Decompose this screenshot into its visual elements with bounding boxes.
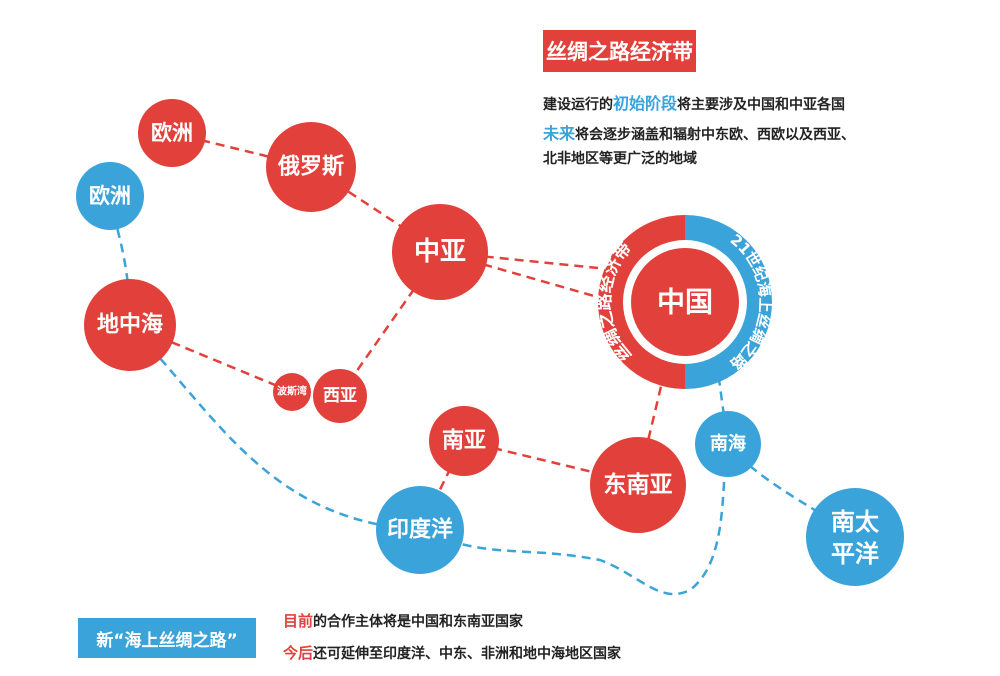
route-mediterranean-indian-ocean <box>129 324 421 532</box>
china-core <box>631 248 739 356</box>
node-south-pacific <box>806 488 904 586</box>
belt-line1-post: 将主要涉及中国和中亚各国 <box>677 97 846 113</box>
node-russia-label: 俄罗斯 <box>277 154 344 180</box>
maritime-description-line-1: 目前的合作主体将是中国和东南亚国家 <box>283 610 523 631</box>
maritime-line2-highlight: 今后 <box>283 644 314 662</box>
maritime-description-line-2: 今后还可延伸至印度洋、中东、非洲和地中海地区国家 <box>283 642 621 663</box>
node-persian-gulf <box>273 373 311 411</box>
china-hub: 中国 丝绸之路经济带 21世纪海上丝绸之路 <box>594 215 774 389</box>
maritime-line1-highlight: 目前 <box>283 612 314 630</box>
land-nodes: 欧洲 俄罗斯 中亚 地中海 波斯湾 西亚 南亚 东南亚 <box>84 99 686 533</box>
node-russia <box>266 122 356 212</box>
node-europe-blue-label: 欧洲 <box>89 184 131 208</box>
china-label: 中国 <box>657 286 713 319</box>
node-south-pacific-label-2: 平洋 <box>831 540 879 568</box>
node-indian-ocean-label: 印度洋 <box>387 517 453 543</box>
node-south-asia <box>429 406 499 476</box>
node-persian-gulf-label: 波斯湾 <box>277 385 307 398</box>
route-south-china-sea-china <box>716 371 730 446</box>
route-central-asia-china-1 <box>439 250 599 270</box>
belt-description-line-2: 未来将会逐步涵盖和辐射中东欧、西欧以及西亚、 <box>543 120 855 144</box>
belt-description-line-3: 北非地区等更广泛的地域 <box>543 151 697 167</box>
sea-nodes: 欧洲 印度洋 南海 南太 平洋 <box>76 162 904 586</box>
node-southeast-asia <box>590 437 686 533</box>
maritime-line1-post: 的合作主体将是中国和东南亚国家 <box>313 614 524 630</box>
node-central-asia <box>392 204 488 300</box>
node-west-asia <box>313 369 367 423</box>
belt-line2-highlight: 未来 <box>543 124 576 143</box>
belt-line1-pre: 建设运行的 <box>543 97 613 113</box>
land-routes <box>129 131 665 531</box>
node-south-pacific-label-1: 南太 <box>831 508 880 536</box>
node-south-asia-label: 南亚 <box>442 429 486 454</box>
node-south-china-sea <box>695 411 761 477</box>
silk-road-belt-title: 丝绸之路经济带 <box>543 30 696 72</box>
route-indian-ocean-south-china-sea <box>419 444 730 596</box>
node-europe-red-label: 欧洲 <box>151 121 193 145</box>
node-southeast-asia-label: 东南亚 <box>604 471 673 498</box>
node-indian-ocean <box>376 486 464 574</box>
node-europe-blue <box>76 162 144 230</box>
node-central-asia-label: 中亚 <box>414 237 466 267</box>
node-south-china-sea-label: 南海 <box>710 433 746 455</box>
belt-line1-highlight: 初始阶段 <box>613 94 678 113</box>
belt-description-line-1: 建设运行的初始阶段将主要涉及中国和中亚各国 <box>543 90 845 114</box>
node-mediterranean <box>84 279 176 371</box>
node-europe-red <box>138 99 206 167</box>
node-west-asia-label: 西亚 <box>323 386 357 406</box>
belt-line2-post: 将会逐步涵盖和辐射中东欧、西欧以及西亚、 <box>575 127 856 143</box>
node-mediterranean-label: 地中海 <box>97 312 163 338</box>
maritime-road-title: 新“海上丝绸之路” <box>78 618 256 658</box>
maritime-line2-post: 还可延伸至印度洋、中东、非洲和地中海地区国家 <box>313 646 622 662</box>
